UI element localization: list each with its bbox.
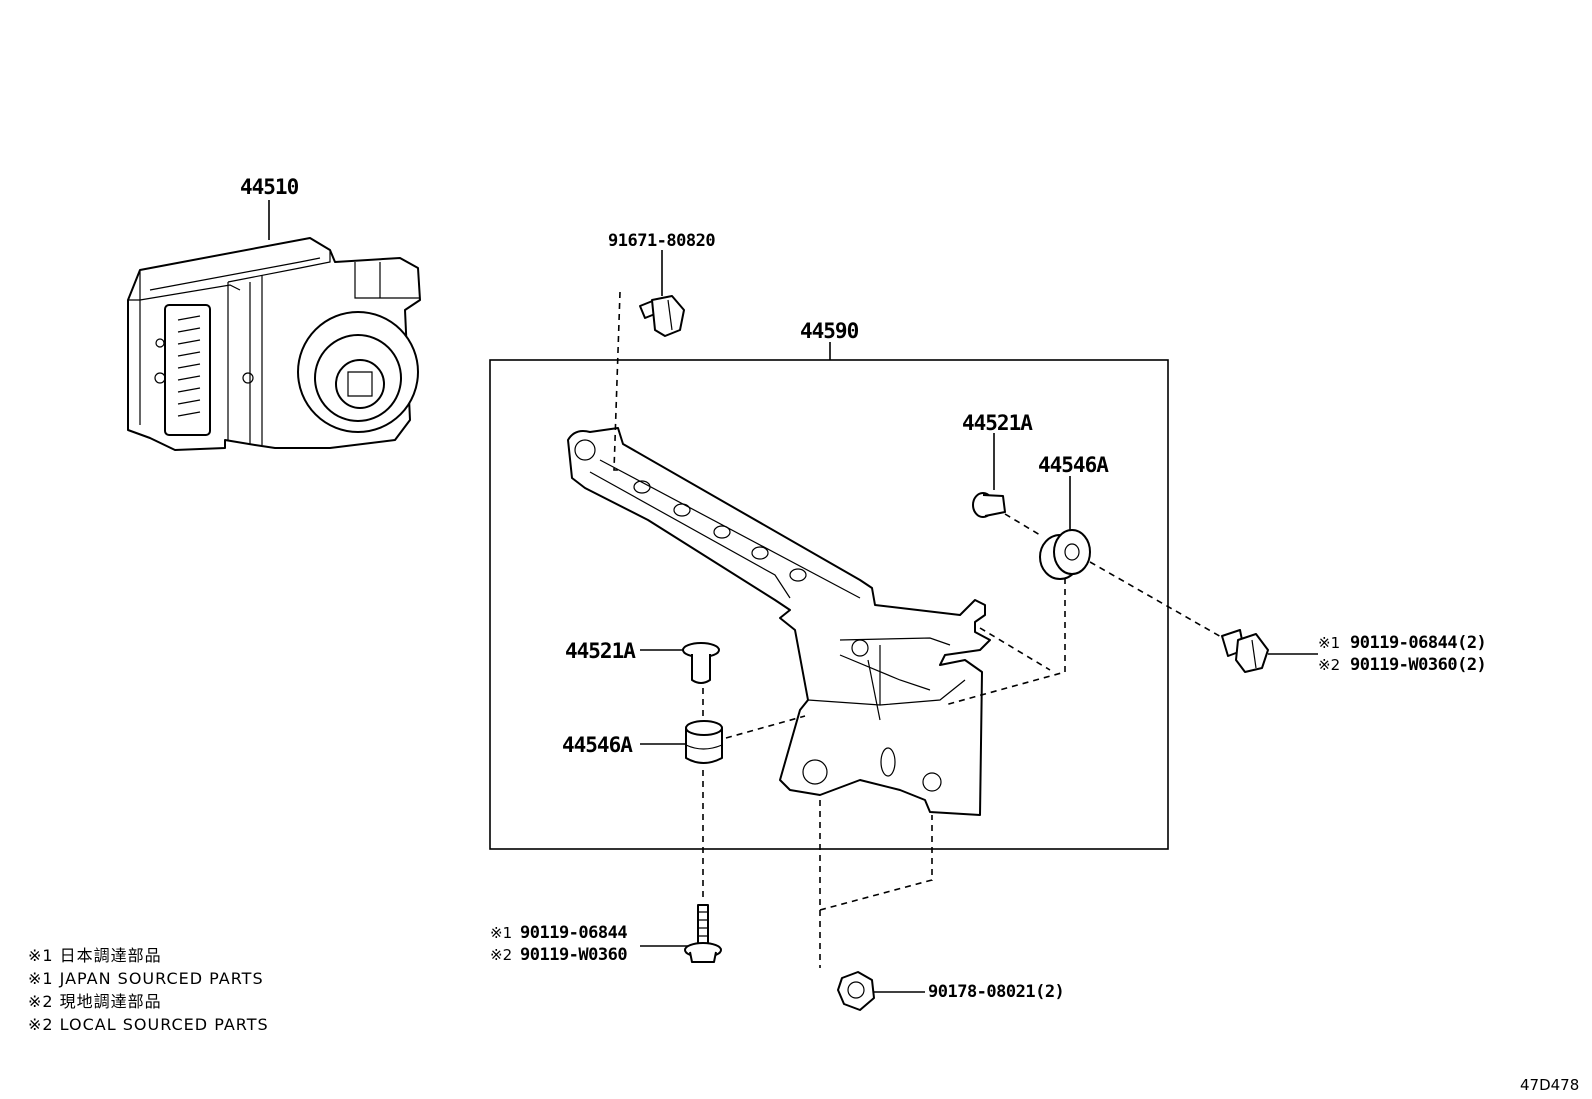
legend-line-1: ※1 日本調達部品 [28,946,162,965]
marker-note2-right: ※2 [1318,656,1340,674]
callout-44521A-upper: 44521A [962,411,1033,435]
bolt-top-illustration [639,295,685,337]
cushion-lower-illustration [685,720,723,764]
callout-90119-06844-right: 90119-06844(2) [1350,633,1486,653]
legend-line-4: ※2 LOCAL SOURCED PARTS [28,1015,269,1034]
callout-44510: 44510 [240,175,299,199]
callout-90119-06844-bottom: 90119-06844 [520,923,627,943]
callout-90178-08021: 90178-08021(2) [928,982,1064,1002]
abs-actuator-illustration [127,237,421,451]
marker-note1-right: ※1 [1318,634,1340,652]
legend-line-3: ※2 現地調達部品 [28,992,162,1011]
bracket-illustration [567,427,991,816]
marker-note2-bottom: ※2 [490,946,512,964]
nut-illustration [837,971,875,1011]
bolt-right-illustration [1221,629,1269,673]
collar-lower-illustration [682,642,720,684]
callout-90119-W0360-right: 90119-W0360(2) [1350,655,1486,675]
callout-90119-W0360-bottom: 90119-W0360 [520,945,627,965]
bracket-assembly-frame [489,359,1169,850]
collar-upper-illustration [972,492,1006,518]
cushion-upper-illustration [1039,529,1091,580]
callout-44521A-lower: 44521A [565,639,636,663]
marker-note1-bottom: ※1 [490,924,512,942]
callout-44546A-lower: 44546A [562,733,633,757]
bolt-bottom-illustration [684,904,722,963]
legend: ※1 日本調達部品 ※1 JAPAN SOURCED PARTS ※2 現地調達… [28,946,269,1034]
callout-91671-80820: 91671-80820 [608,231,715,251]
diagram-code: 47D478 [1520,1076,1579,1094]
legend-line-2: ※1 JAPAN SOURCED PARTS [28,969,264,988]
callout-44546A-upper: 44546A [1038,453,1109,477]
callout-44590: 44590 [800,319,859,343]
